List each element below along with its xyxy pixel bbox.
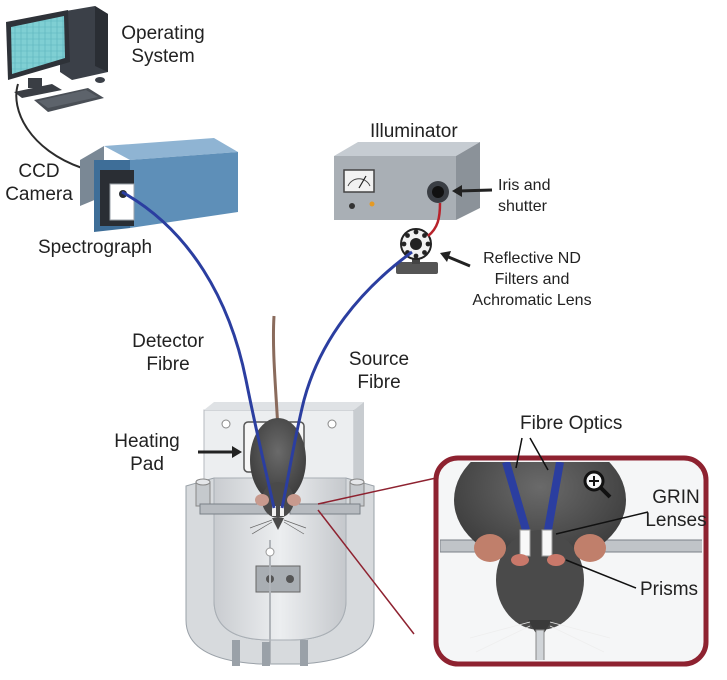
label-detector-fibre: Detector Fibre bbox=[132, 331, 204, 375]
magnifier-plus-icon bbox=[583, 470, 612, 499]
label-heating-pad: Heating Pad bbox=[114, 431, 180, 475]
label-ccd-camera: CCD Camera bbox=[5, 161, 73, 205]
heating-pad-arrow bbox=[198, 446, 242, 458]
zoom-connector-top bbox=[317, 477, 437, 505]
label-illuminator: Illuminator bbox=[370, 121, 458, 142]
nd-filter-arrow bbox=[440, 251, 471, 268]
iris-arrow bbox=[452, 185, 493, 197]
label-grin-lenses: GRIN Lenses bbox=[645, 487, 707, 531]
zoom-callout bbox=[433, 437, 709, 667]
label-spectrograph: Spectrograph bbox=[38, 237, 153, 258]
nd-filter-wheel-icon bbox=[396, 228, 438, 274]
source-fibre-line bbox=[280, 250, 413, 509]
detector-fibre-line bbox=[121, 190, 276, 509]
label-nd-filters: Reflective ND Filters and Achromatic Len… bbox=[472, 250, 592, 309]
illuminator-icon bbox=[334, 142, 480, 220]
label-operating-system: Operating System bbox=[121, 23, 205, 67]
source-red-cable bbox=[427, 202, 442, 237]
zoom-connector-bottom bbox=[317, 509, 415, 635]
spectrograph-icon bbox=[80, 138, 238, 232]
label-prisms: Prisms bbox=[640, 579, 699, 600]
label-iris-shutter: Iris and shutter bbox=[498, 177, 551, 215]
computer-icon bbox=[6, 6, 108, 169]
label-fibre-optics: Fibre Optics bbox=[520, 413, 623, 434]
label-source-fibre: Source Fibre bbox=[348, 349, 410, 393]
